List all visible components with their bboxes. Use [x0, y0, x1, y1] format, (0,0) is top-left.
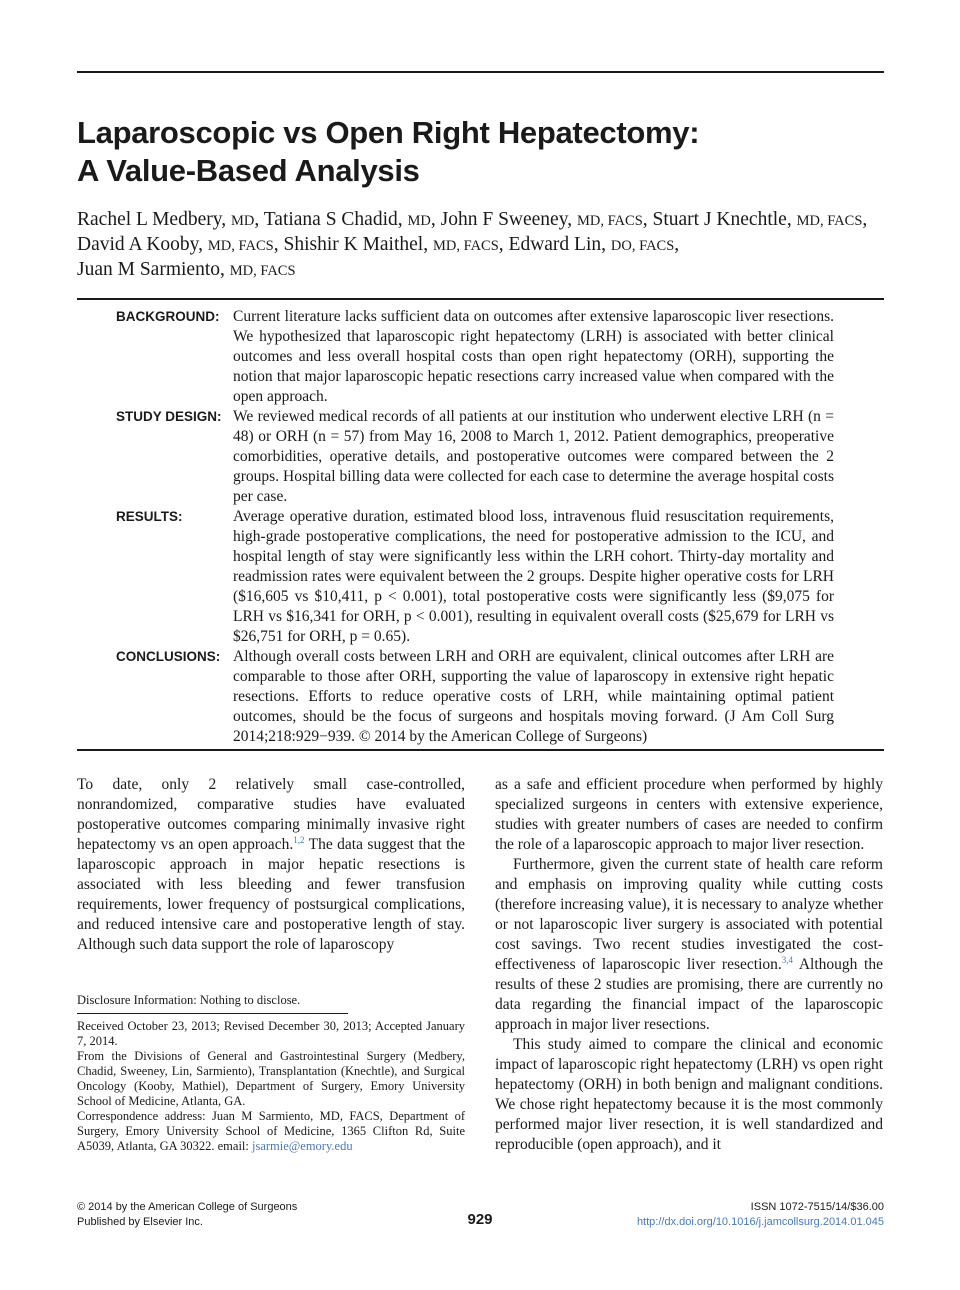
abstract-conclusions: CONCLUSIONS: Although overall costs betw…: [77, 647, 837, 747]
author-name: Stuart J Knechtle: [652, 209, 787, 230]
abstract-top-rule: [77, 298, 884, 300]
body-paragraph: Furthermore, given the current state of …: [495, 855, 883, 1035]
body-paragraph: This study aimed to compare the clinical…: [495, 1036, 883, 1153]
body-paragraph: To date, only 2 relatively small case-co…: [77, 775, 465, 955]
author-name: Juan M Sarmiento: [77, 259, 220, 280]
disclosure-note: Disclosure Information: Nothing to discl…: [77, 993, 301, 1007]
title-line-1: Laparoscopic vs Open Right Hepatectomy:: [77, 115, 700, 150]
author-degree: MD, FACS: [576, 213, 643, 229]
author-degree: MD, FACS: [432, 238, 499, 254]
author-degree: MD, FACS: [207, 238, 274, 254]
abstract-label: RESULTS:: [116, 509, 183, 524]
abstract-label: CONCLUSIONS:: [116, 649, 221, 664]
issn-line: ISSN 1072-7515/14/$36.00: [750, 1201, 884, 1213]
abstract-text: Current literature lacks sufficient data…: [233, 308, 834, 405]
body-paragraph: as a safe and efficient procedure when p…: [495, 776, 883, 853]
correspondence-note: Correspondence address: Juan M Sarmiento…: [77, 1109, 465, 1154]
copyright-line: © 2014 by the American College of Surgeo…: [77, 1201, 298, 1213]
article-notes: Received October 23, 2013; Revised Decem…: [77, 1019, 465, 1154]
received-dates: Received October 23, 2013; Revised Decem…: [77, 1019, 465, 1048]
author-name: Rachel L Medbery: [77, 209, 222, 230]
author-degree: DO, FACS: [610, 238, 675, 254]
abstract-text: We reviewed medical records of all patie…: [233, 408, 834, 505]
author-degree: MD: [230, 213, 255, 229]
correspondence-text: Correspondence address: Juan M Sarmiento…: [77, 1109, 465, 1153]
abstract-label: STUDY DESIGN:: [116, 409, 222, 424]
body-text: Furthermore, given the current state of …: [495, 856, 883, 973]
footer-right: ISSN 1072-7515/14/$36.00 http://dx.doi.o…: [637, 1200, 884, 1230]
body-column-left: To date, only 2 relatively small case-co…: [77, 775, 465, 955]
abstract-bottom-rule: [77, 749, 884, 751]
disclosure-rule: [77, 1013, 348, 1014]
author-name: Shishir K Maithel: [283, 234, 424, 255]
top-rule: [77, 71, 884, 73]
footer-left: © 2014 by the American College of Surgeo…: [77, 1200, 297, 1230]
body-text: The data suggest that the laparoscopic a…: [77, 836, 466, 953]
author-name: John F Sweeney: [440, 209, 568, 230]
citation-ref[interactable]: 3,4: [781, 955, 794, 965]
abstract-label: BACKGROUND:: [116, 309, 220, 324]
abstract-study-design: STUDY DESIGN: We reviewed medical record…: [77, 407, 837, 507]
abstract-text: Average operative duration, estimated bl…: [233, 508, 834, 645]
page-number: 929: [467, 1211, 493, 1228]
abstract-results: RESULTS: Average operative duration, est…: [77, 507, 837, 647]
affiliation-note: From the Divisions of General and Gastro…: [77, 1049, 465, 1108]
doi-link[interactable]: http://dx.doi.org/10.1016/j.jamcollsurg.…: [636, 1216, 884, 1228]
email-link[interactable]: jsarmie@emory.edu: [251, 1139, 353, 1153]
author-degree: MD: [407, 213, 431, 229]
author-name: Edward Lin: [508, 234, 602, 255]
body-text: To date, only 2 relatively small case-co…: [77, 776, 465, 853]
article-title: Laparoscopic vs Open Right Hepatectomy: …: [77, 114, 884, 190]
abstract-background: BACKGROUND: Current literature lacks suf…: [77, 307, 837, 407]
author-list: Rachel L Medbery, MD, Tatiana S Chadid, …: [77, 209, 868, 280]
publisher-line: Published by Elsevier Inc.: [77, 1216, 203, 1228]
author-name: Tatiana S Chadid: [263, 209, 398, 230]
body-text: Although the results of these 2 studies …: [495, 956, 883, 1033]
title-line-2: A Value-Based Analysis: [77, 153, 420, 188]
abstract-text: Although overall costs between LRH and O…: [233, 648, 834, 745]
author-name: David A Kooby: [77, 234, 199, 255]
citation-ref[interactable]: 1,2: [293, 835, 305, 845]
author-degree: MD, FACS: [229, 263, 296, 279]
body-column-right: as a safe and efficient procedure when p…: [495, 775, 883, 1155]
author-degree: MD, FACS: [796, 213, 863, 229]
